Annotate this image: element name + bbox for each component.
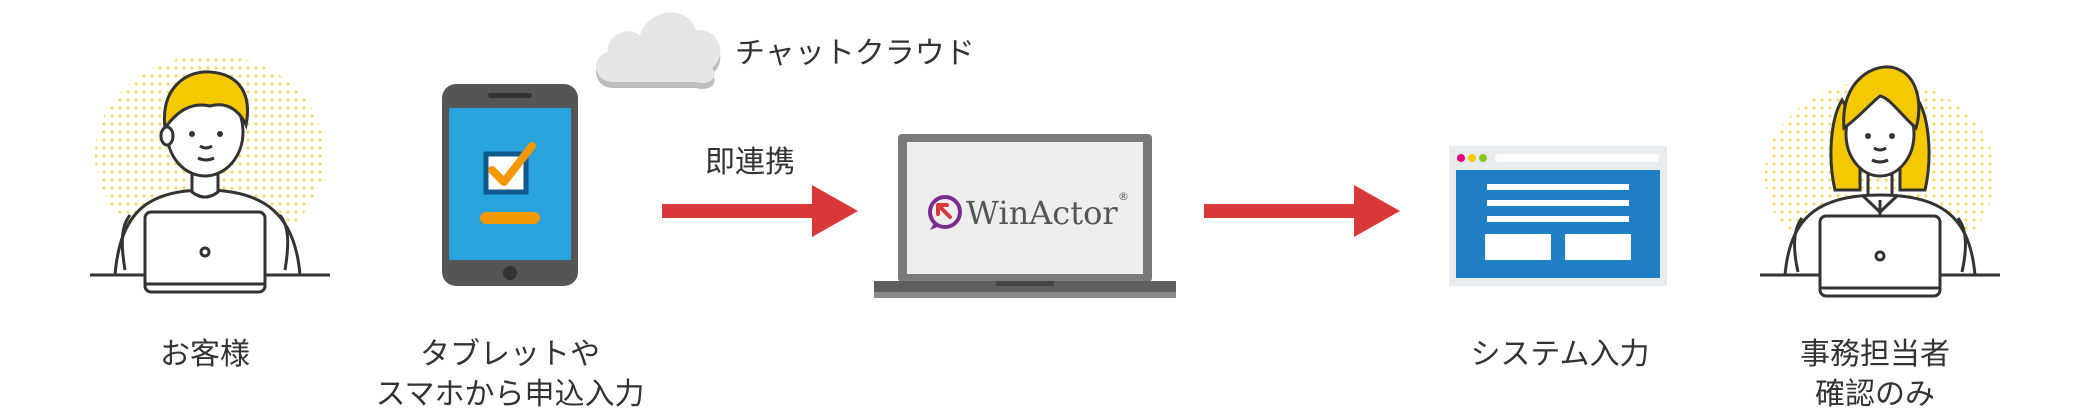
customer-illustration	[60, 40, 350, 320]
cloud-icon	[588, 4, 728, 94]
winactor-brand-text: WinActor	[966, 194, 1118, 232]
staff-illustration	[1730, 40, 2020, 320]
system-label: システム入力	[1470, 337, 1650, 372]
tablet-label-line1: タブレットや	[420, 337, 600, 372]
staff-label-line2: 確認のみ	[1815, 377, 1935, 412]
registered-mark: ®	[1118, 190, 1129, 203]
winactor-logo-icon	[928, 195, 962, 230]
staff-label-line1: 事務担当者	[1800, 337, 1950, 372]
cloud-label: チャットクラウド	[735, 36, 975, 71]
arrow-right-1	[662, 185, 858, 237]
tablet-device	[442, 84, 578, 286]
customer-label: お客様	[160, 337, 250, 372]
customer-laptop	[143, 210, 267, 294]
winactor-laptop: WinActor ®	[874, 132, 1176, 298]
staff-laptop	[1818, 214, 1942, 298]
tablet-home-button	[503, 266, 517, 280]
arrow-label: 即連携	[705, 145, 795, 180]
arrow-right-2	[1204, 185, 1400, 237]
laptop-screen	[907, 142, 1143, 274]
system-window	[1449, 146, 1667, 286]
tablet-label-line2: スマホから申込入力	[375, 377, 645, 412]
